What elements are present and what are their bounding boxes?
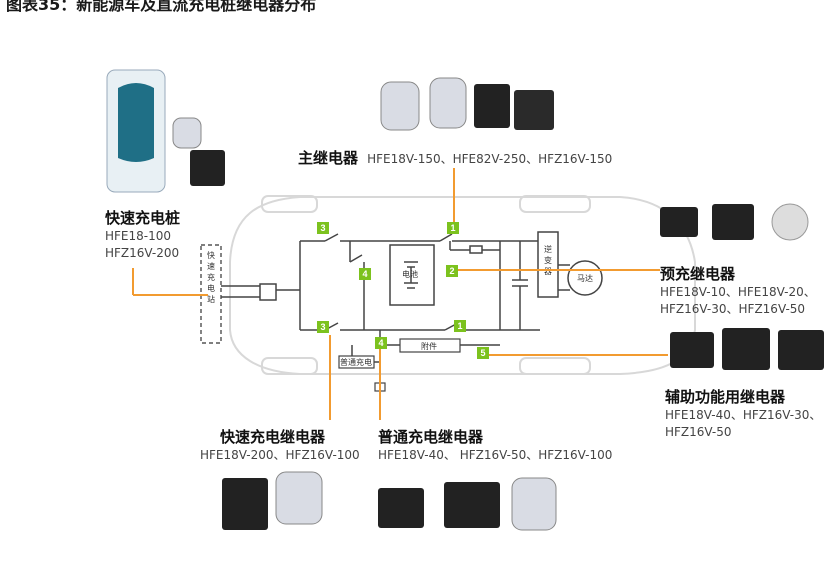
figure-title: 图表35：新能源车及直流充电桩继电器分布: [6, 0, 317, 14]
fast-charge-relay-models: HFE18V-200、HFZ16V-100: [200, 448, 360, 462]
fast-charge-relay-label: 快速充电继电器 HFE18V-200、HFZ16V-100: [200, 426, 360, 464]
inverter-label: 逆变器: [544, 244, 552, 276]
main-relay-title: 主继电器: [298, 149, 359, 167]
badge-1-top: 1: [447, 222, 459, 234]
badge-5: 5: [477, 347, 489, 359]
normal-charge-relay-title: 普通充电继电器: [378, 428, 484, 446]
main-relay-label: 主继电器 HFE18V-150、HFE82V-250、HFZ16V-150: [298, 147, 612, 168]
fast-charge-station-box: [200, 244, 222, 344]
badge-4-bottom: 4: [375, 337, 387, 349]
main-relay-models: HFE18V-150、HFE82V-250、HFZ16V-150: [367, 152, 613, 166]
badge-2: 2: [446, 265, 458, 277]
car-outline: [229, 195, 696, 375]
normal-charge-relay-models: HFE18V-40、 HFZ16V-50、HFZ16V-100: [378, 448, 613, 462]
accessory-label: 附件: [421, 341, 437, 351]
normal-charger-box: [338, 355, 375, 369]
fast-charge-pile-model-1: HFE18-100: [105, 229, 172, 243]
normal-charger-label: 普通充电: [340, 357, 372, 367]
fast-charge-pile-model-2: HFZ16V-200: [105, 246, 180, 260]
auxiliary-relay-model-2: HFZ16V-50: [665, 425, 732, 439]
battery-label: 电池: [402, 269, 418, 279]
inverter-box: [537, 231, 559, 298]
auxiliary-relay-model-1: HFE18V-40、HFZ16V-30、: [665, 408, 822, 422]
auxiliary-relay-products: [670, 328, 824, 370]
auxiliary-relay-label: 辅助功能用继电器 HFE18V-40、HFZ16V-30、 HFZ16V-50: [665, 386, 821, 441]
fast-charge-pile-label: 快速充电桩 HFE18-100 HFZ16V-200: [105, 207, 180, 262]
badge-1-bottom: 1: [454, 320, 466, 332]
precharge-relay-model-1: HFE18V-10、HFE18V-20、: [660, 285, 816, 299]
circuit-wiring: [221, 233, 570, 383]
fast-charge-relay-products: [222, 471, 323, 530]
auxiliary-relay-title: 辅助功能用继电器: [665, 388, 786, 406]
precharge-relay-products: [660, 203, 809, 241]
precharge-relay-label: 预充继电器 HFE18V-10、HFE18V-20、 HFZ16V-30、HFZ…: [660, 263, 816, 318]
normal-charge-relay-products: [378, 477, 557, 531]
fast-charge-relay-title: 快速充电继电器: [220, 428, 326, 446]
badge-3-top: 3: [317, 222, 329, 234]
normal-charge-relay-label: 普通充电继电器 HFE18V-40、 HFZ16V-50、HFZ16V-100: [378, 426, 612, 464]
fast-charge-station-label: 快速充电站: [207, 250, 215, 304]
badge-3-bottom: 3: [317, 321, 329, 333]
leader-lines: [132, 168, 668, 420]
battery-box: [389, 244, 435, 306]
badge-4-top: 4: [359, 268, 371, 280]
motor-label: 马达: [577, 273, 593, 283]
main-relay-products: [380, 77, 554, 131]
precharge-relay-title: 预充继电器: [660, 265, 736, 283]
charger-pile-products: [106, 69, 225, 193]
precharge-relay-model-2: HFZ16V-30、HFZ16V-50: [660, 302, 806, 316]
accessory-box: [399, 338, 461, 353]
fast-charge-pile-title: 快速充电桩: [105, 209, 181, 227]
